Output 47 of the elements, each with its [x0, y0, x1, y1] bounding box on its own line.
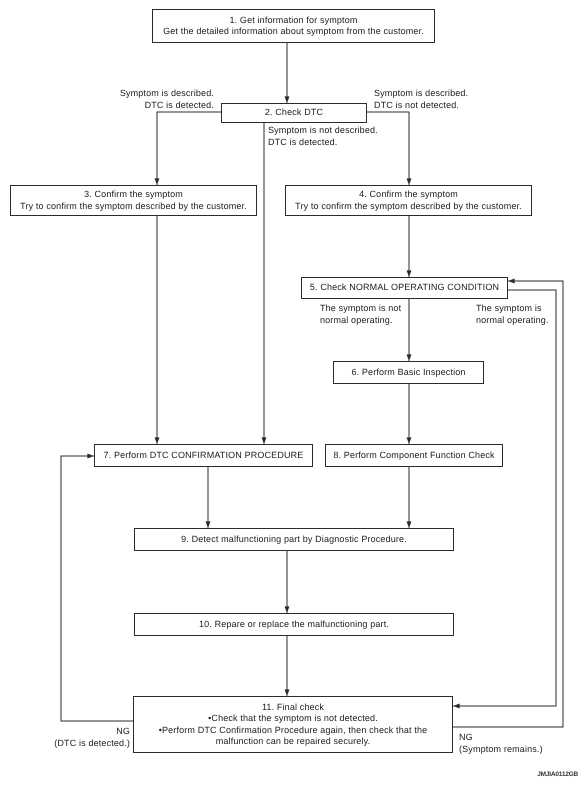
- edge-label: Symptom is described. DTC is detected.: [118, 88, 214, 111]
- step-description: Try to confirm the symptom described by the customer.: [20, 200, 247, 212]
- arrow: [60, 454, 134, 722]
- step-heading: 11. Final check: [262, 702, 324, 713]
- edge-label: The symptom is normal operating.: [476, 303, 550, 326]
- step-label: 9. Detect malfunctioning part by Diagnostic Procedure.: [181, 534, 407, 546]
- process-box: [325, 444, 503, 467]
- step-label: 10. Repare or replace the malfunctioning part.: [198, 618, 389, 630]
- edge-label: NG (Symptom remains.): [459, 732, 544, 755]
- process-box: [221, 103, 367, 123]
- edge-label: Symptom is described. DTC is not detected.: [374, 88, 470, 111]
- arrow: [284, 636, 290, 696]
- edge-label: Symptom is not described. DTC is detected.: [268, 125, 379, 148]
- process-box: [333, 361, 484, 384]
- process-box: [301, 277, 508, 299]
- step-description: Try to confirm the symptom described by the customer.: [295, 200, 522, 212]
- step-label: 2. Check DTC: [264, 107, 324, 119]
- step-heading: 1. Get information for symptom: [229, 14, 358, 26]
- process-box: [94, 444, 313, 467]
- process-box: [285, 185, 532, 216]
- arrow: [406, 216, 412, 278]
- step-description: •Perform DTC Confirmation Procedure again, then check that the malfunction can be repaired securely.: [158, 724, 428, 748]
- arrow: [206, 466, 210, 528]
- step-heading: 3. Confirm the symptom: [84, 189, 183, 200]
- edge-label: NG (DTC is detected.): [53, 726, 130, 749]
- edge-label: The symptom is not normal operating.: [320, 303, 402, 326]
- step-label: 5. Check NORMAL OPERATING CONDITION: [310, 282, 500, 294]
- process-box: [133, 696, 453, 753]
- arrow: [154, 112, 222, 186]
- process-box: [134, 613, 454, 636]
- step-label: 8. Perform Component Function Check: [333, 450, 495, 462]
- process-box: [134, 528, 454, 551]
- arrow: [406, 384, 412, 444]
- process-box: [10, 185, 257, 216]
- process-box: [152, 9, 435, 43]
- arrow: [284, 42, 290, 104]
- step-label: 7. Perform DTC CONFIRMATION PROCEDURE: [104, 450, 304, 462]
- arrow: [284, 550, 290, 614]
- step-label: 6. Perform Basic Inspection: [351, 366, 466, 378]
- arrow: [406, 298, 412, 362]
- arrow: [366, 112, 412, 186]
- arrow: [406, 466, 412, 528]
- step-description: Get the detailed information about symptom from the customer.: [163, 26, 424, 38]
- step-heading: 4. Confirm the symptom: [359, 189, 458, 200]
- arrow: [154, 216, 160, 444]
- step-description: •Check that the symptom is not detected.: [208, 713, 378, 724]
- arrow: [262, 122, 266, 444]
